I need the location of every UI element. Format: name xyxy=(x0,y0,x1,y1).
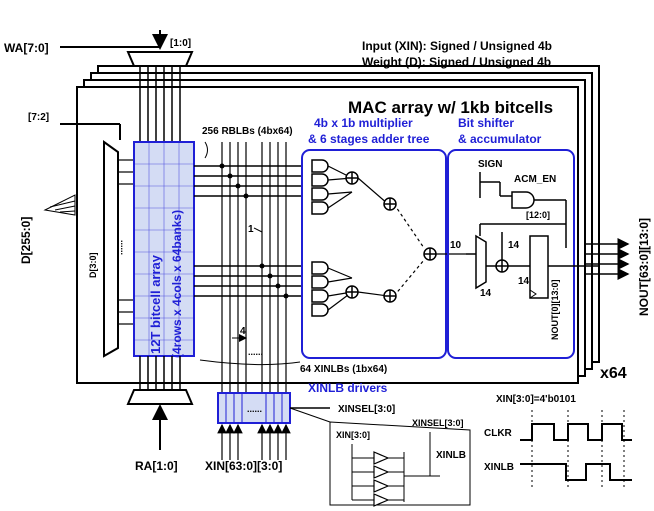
xinsel-label-b: XINSEL[3:0] xyxy=(412,418,464,428)
width-14-b: 14 xyxy=(480,288,492,299)
xinlb-wave xyxy=(520,463,632,481)
bits-12-label: [12:0] xyxy=(526,210,550,220)
mac-array-title: MAC array w/ 1kb bitcells xyxy=(348,98,553,117)
driver-detail-frame xyxy=(329,421,471,506)
output-bus: NOUT[63:0][13:0] x64 xyxy=(585,218,651,382)
d-mux-shape xyxy=(103,140,119,358)
sign-label: SIGN xyxy=(478,159,502,170)
ra-decoder-shape xyxy=(126,389,194,405)
rbl-ellipsis: ...... xyxy=(248,347,263,357)
xin-value-label: XIN[3:0]=4'b0101 xyxy=(496,394,576,405)
xinlbs-label: 64 XINLBs (1bx64) xyxy=(300,364,387,375)
xin-30-label: XIN[3:0] xyxy=(336,430,370,440)
read-address-decoder: RA[1:0] xyxy=(126,356,194,473)
bitcell-title: 12T bitcell array xyxy=(148,254,163,354)
rbl-bus: 256 RBLBs (4bx64) 1 4 ...... xyxy=(194,126,302,357)
adder-title: & 6 stages adder tree xyxy=(308,132,430,146)
nout0-label: NOUT[0][13:0] xyxy=(550,279,560,340)
x64-label: x64 xyxy=(600,365,627,382)
wire-width-1: 1 xyxy=(248,224,254,235)
wa-decoder-shape xyxy=(126,51,194,67)
wa-high-bits: [7:2] xyxy=(28,112,49,123)
nout-label: NOUT[63:0][13:0] xyxy=(637,218,651,316)
multiplier-adder-block: 4b x 1b multiplier & 6 stages adder tree xyxy=(301,116,466,359)
xinlb-label: XINLB xyxy=(436,450,466,461)
legend-weight-text: Weight (D): Signed / Unsigned 4b xyxy=(362,55,551,69)
rbl-label: 256 RBLBs (4bx64) xyxy=(202,126,293,137)
driver-detail: XIN[3:0] XINSEL[3:0] XINLB xyxy=(329,418,471,507)
write-address-decoder: WA[7:0] [1:0] [7:2] xyxy=(4,30,194,142)
bitcell-subtitle: (4rows x 4cols x 64banks) xyxy=(170,210,184,358)
driver-ellipsis: ...... xyxy=(247,404,262,414)
d-bus-label: D[255:0] xyxy=(19,217,33,264)
accumulator-register xyxy=(529,235,549,299)
shifter-title: Bit shifter xyxy=(458,116,514,130)
clkr-wave xyxy=(520,423,632,441)
data-input-section: D[255:0] D[3:0] ...... xyxy=(19,140,134,358)
mux-ellipsis: ...... xyxy=(119,240,129,255)
timing-waveform: XIN[3:0]=4'b0101 CLKR XINLB xyxy=(484,394,632,490)
width-14-a: 14 xyxy=(508,240,520,251)
wire-width-4: 4 xyxy=(240,326,246,337)
xinlb-drivers-title: XINLB drivers xyxy=(308,381,388,395)
clkr-label: CLKR xyxy=(484,428,513,439)
xinsel-label-a: XINSEL[3:0] xyxy=(338,404,395,415)
accumulator-title: & accumulator xyxy=(458,132,542,146)
sign-mux xyxy=(475,234,487,290)
legend-input-text: Input (XIN): Signed / Unsigned 4b xyxy=(362,39,552,53)
d-slice-label: D[3:0] xyxy=(88,252,98,278)
xinlb-section: 64 XINLBs (1bx64) XINLB drivers ...... X… xyxy=(199,356,395,473)
width-14-c: 14 xyxy=(518,276,530,287)
shifter-accumulator-block: Bit shifter & accumulator SIGN ACM_EN [1… xyxy=(447,116,600,359)
accumulator-box xyxy=(447,149,575,359)
xin-bus-label: XIN[63:0][3:0] xyxy=(205,459,282,473)
xinlb-wave-label: XINLB xyxy=(484,462,514,473)
xinlb-driver-block xyxy=(217,392,291,424)
width-10: 10 xyxy=(450,240,462,251)
wa-low-bits: [1:0] xyxy=(170,38,191,49)
acm-en-label: ACM_EN xyxy=(514,174,556,185)
bitcell-array: 12T bitcell array (4rows x 4cols x 64ban… xyxy=(133,141,195,358)
multiplier-title: 4b x 1b multiplier xyxy=(314,116,413,130)
and-gate xyxy=(511,191,535,209)
ra-label: RA[1:0] xyxy=(135,459,178,473)
wa-label: WA[7:0] xyxy=(4,41,49,55)
